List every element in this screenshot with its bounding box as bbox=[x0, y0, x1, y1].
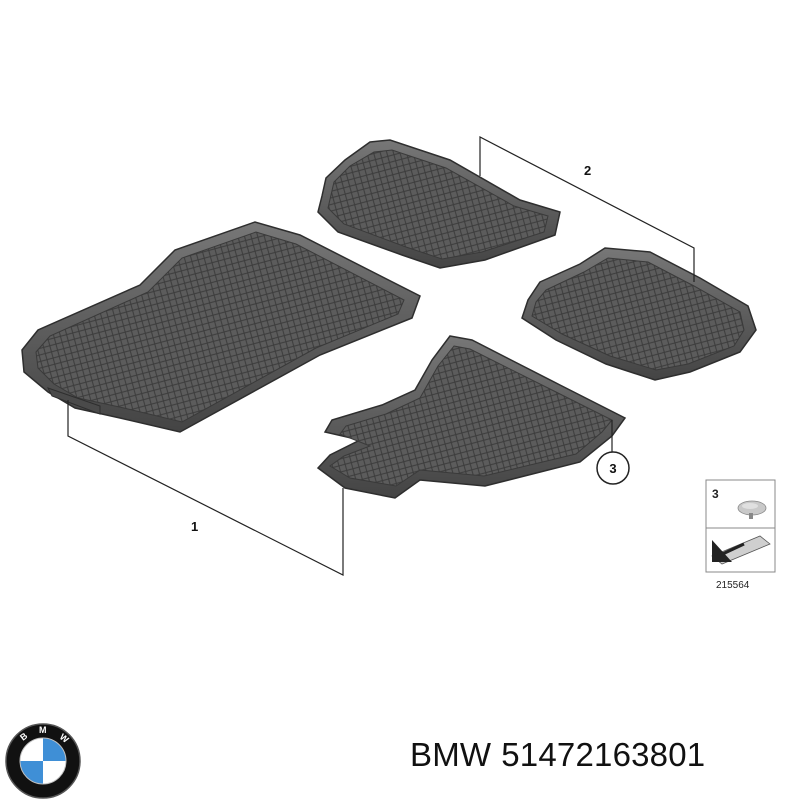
svg-text:3: 3 bbox=[609, 461, 616, 476]
legend-item-number: 3 bbox=[712, 487, 719, 501]
callout-1-label: 1 bbox=[191, 519, 198, 534]
parts-legend-box: 3 bbox=[705, 479, 776, 573]
clip-icon bbox=[737, 500, 767, 519]
leader-lines-2 bbox=[479, 136, 695, 282]
floor-mat-front-right bbox=[317, 139, 561, 269]
brand-name: BMW bbox=[410, 736, 492, 773]
floor-mat-front-left bbox=[21, 221, 421, 433]
callout-2-label: 2 bbox=[584, 163, 591, 178]
diagram-number: 215564 bbox=[716, 580, 750, 591]
leader-lines-1 bbox=[67, 400, 344, 576]
svg-text:M: M bbox=[39, 725, 47, 735]
floor-mat-rear-right bbox=[521, 247, 757, 381]
arrow-symbol-icon bbox=[711, 535, 771, 565]
floor-mat-rear-left bbox=[316, 335, 627, 499]
svg-text:B: B bbox=[18, 730, 30, 742]
bmw-logo: B M W bbox=[5, 723, 81, 799]
callout-3: 3 bbox=[596, 420, 630, 485]
part-number: 51472163801 bbox=[501, 736, 706, 773]
